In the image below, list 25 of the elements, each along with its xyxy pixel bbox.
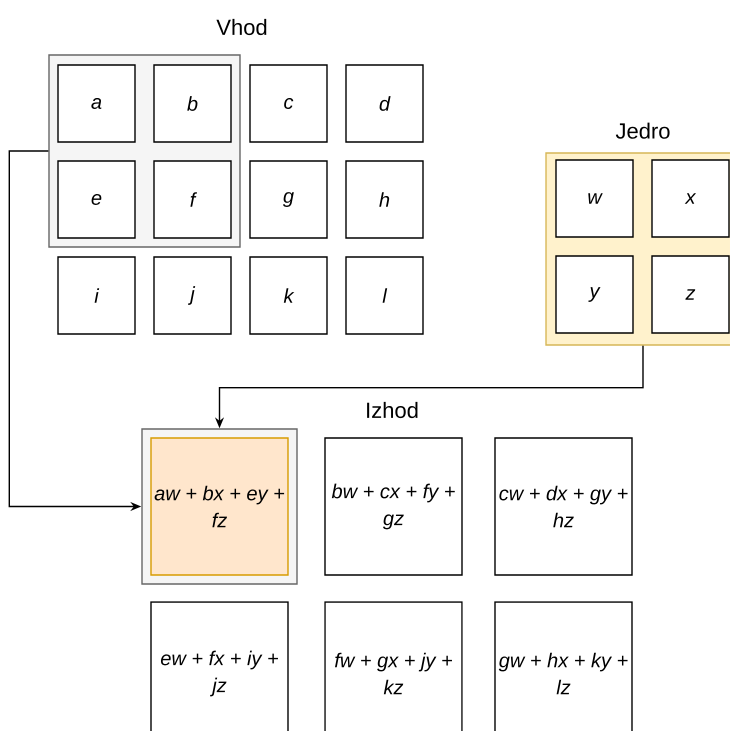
matrix-cell: a	[57, 64, 136, 143]
matrix-cell: c	[249, 64, 328, 143]
matrix-cell: ew + fx + iy + jz	[150, 601, 289, 731]
matrix-cell: e	[57, 160, 136, 239]
matrix-cell: cw + dx + gy + hz	[494, 437, 633, 576]
matrix-cell: fw + gx + jy + kz	[324, 601, 463, 731]
matrix-cell: l	[345, 256, 424, 335]
grid-heading: Vhod	[216, 18, 266, 36]
matrix-cell: x	[651, 159, 730, 238]
matrix-cell: g	[249, 160, 328, 239]
matrix-cell: bw + cx + fy + gz	[324, 437, 463, 576]
matrix-cell: w	[555, 159, 634, 238]
matrix-cell: b	[153, 64, 232, 143]
matrix-cell: k	[249, 256, 328, 335]
result-cell: aw + bx + ey + fz	[150, 437, 289, 576]
grid-heading: Izhod	[367, 402, 418, 418]
matrix-cell: i	[57, 256, 136, 335]
matrix-cell: gw + hx + ky + lz	[494, 601, 633, 731]
matrix-cell: y	[555, 255, 634, 334]
matrix-cell: h	[345, 160, 424, 239]
matrix-cell: j	[153, 256, 232, 335]
panel-heading: Jedro	[616, 122, 670, 139]
matrix-cell: z	[651, 255, 730, 334]
matrix-cell: d	[345, 64, 424, 143]
matrix-cell: f	[153, 160, 232, 239]
